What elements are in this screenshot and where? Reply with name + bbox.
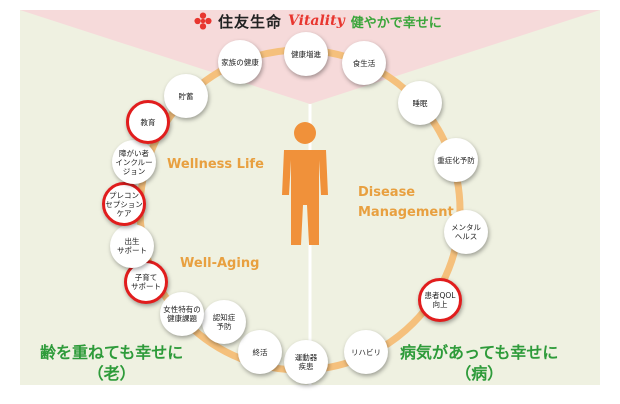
node-label: 教育 [140, 117, 156, 127]
node-label: 運動器 疾患 [294, 353, 318, 371]
node-label: 終活 [252, 347, 268, 357]
node-label: 子育て サポート [131, 273, 161, 291]
bottom-left-caption: 齢を重ねても幸せに （老） [40, 343, 184, 383]
node-mental-health: メンタル ヘルス [444, 210, 488, 254]
node-label: 障がい者 インクルー ジョン [115, 148, 153, 176]
header: 住友生命 Vitality 健やかで幸せに [194, 8, 442, 34]
tagline: 健やかで幸せに [350, 15, 442, 31]
node-rehabili: リハビリ [344, 330, 388, 374]
node-undouki-shikkan: 運動器 疾患 [284, 340, 328, 384]
disease-management-label: Disease Management [358, 185, 454, 220]
node-shussan-support: 出生 サポート [110, 224, 154, 268]
node-label: 睡眠 [412, 98, 428, 108]
node-label: 女性特有の 健康課題 [163, 305, 201, 323]
node-label: 出生 サポート [117, 237, 147, 255]
node-juushouka-yobou: 重症化予防 [434, 138, 478, 182]
node-label: 家族の健康 [221, 57, 259, 67]
node-label: 健康増進 [291, 49, 321, 59]
node-label: 食生活 [352, 58, 376, 68]
node-label: プレコン セプション ケア [105, 190, 143, 218]
node-label: 貯蓄 [178, 91, 194, 101]
node-josei-tokuyuu: 女性特有の 健康課題 [160, 292, 204, 336]
node-shokuseikatsu: 食生活 [342, 41, 386, 85]
node-preconception-care: プレコン セプション ケア [102, 182, 146, 226]
well-aging-label: Well-Aging [180, 256, 260, 271]
node-label: メンタル ヘルス [451, 223, 481, 241]
brand-name: 住友生命 [218, 12, 283, 31]
node-label: 患者QOL 向上 [424, 291, 456, 309]
node-chochiku: 貯蓄 [164, 74, 208, 118]
person-icon [282, 122, 328, 245]
node-kenko-zoushin: 健康増進 [284, 32, 328, 76]
node-label: 重症化予防 [437, 155, 475, 165]
node-ninchishou-yobou: 認知症 予防 [202, 300, 246, 344]
sumitomo-logo-icon [194, 12, 212, 30]
node-kyouiku: 教育 [126, 100, 170, 144]
node-shukatsu: 終活 [238, 330, 282, 374]
wellness-life-label: Wellness Life [167, 157, 264, 172]
vitality-logo: Vitality [288, 13, 345, 29]
node-label: リハビリ [351, 347, 381, 357]
node-kanja-qol: 患者QOL 向上 [418, 278, 462, 322]
node-label: 認知症 予防 [212, 313, 236, 331]
bottom-right-caption: 病気があっても幸せに （病） [400, 343, 559, 383]
node-kazoku-kenko: 家族の健康 [218, 40, 262, 84]
node-suimin: 睡眠 [398, 81, 442, 125]
node-shougaisha-inclusion: 障がい者 インクルー ジョン [112, 140, 156, 184]
